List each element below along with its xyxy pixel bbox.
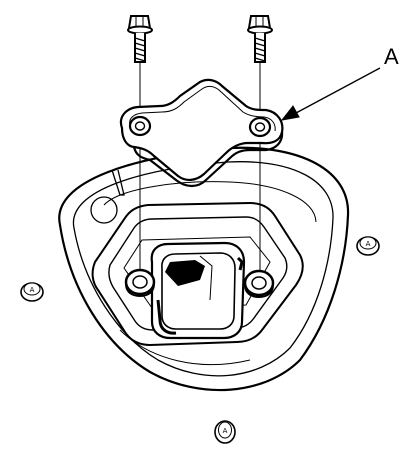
bolt-right bbox=[248, 16, 272, 62]
opening-shadow bbox=[165, 260, 205, 286]
opening-bracket-right bbox=[238, 258, 242, 270]
cover-plate-inner-edge bbox=[130, 86, 276, 131]
alignment-lines bbox=[140, 52, 260, 271]
cover-plate bbox=[121, 80, 282, 186]
opening-inner bbox=[162, 253, 235, 329]
base-plate-inner-ridge bbox=[104, 182, 316, 222]
opening-bracket-left bbox=[158, 300, 176, 333]
marker-left: A bbox=[21, 283, 43, 301]
callout-label-a: A bbox=[384, 44, 399, 69]
housing-inner-wall bbox=[109, 217, 287, 330]
marker-right: A bbox=[357, 237, 379, 255]
opening-detail bbox=[200, 256, 212, 300]
boss-right bbox=[245, 271, 273, 297]
bolt-left bbox=[128, 16, 152, 62]
base-plate-notch bbox=[112, 170, 124, 195]
cover-plate-thickness bbox=[134, 132, 282, 186]
cover-hole-left bbox=[130, 117, 150, 135]
base-plate-hole bbox=[91, 197, 117, 223]
callout-arrowhead bbox=[282, 106, 299, 120]
cover-hole-right bbox=[250, 118, 270, 136]
marker-bottom: A bbox=[215, 421, 235, 443]
marker-left-letter: A bbox=[30, 286, 35, 294]
marker-right-letter: A bbox=[366, 240, 371, 248]
center-opening bbox=[152, 243, 244, 338]
boss-left bbox=[126, 270, 154, 296]
callout-leader bbox=[282, 68, 380, 120]
marker-bottom-letter: A bbox=[223, 427, 228, 435]
